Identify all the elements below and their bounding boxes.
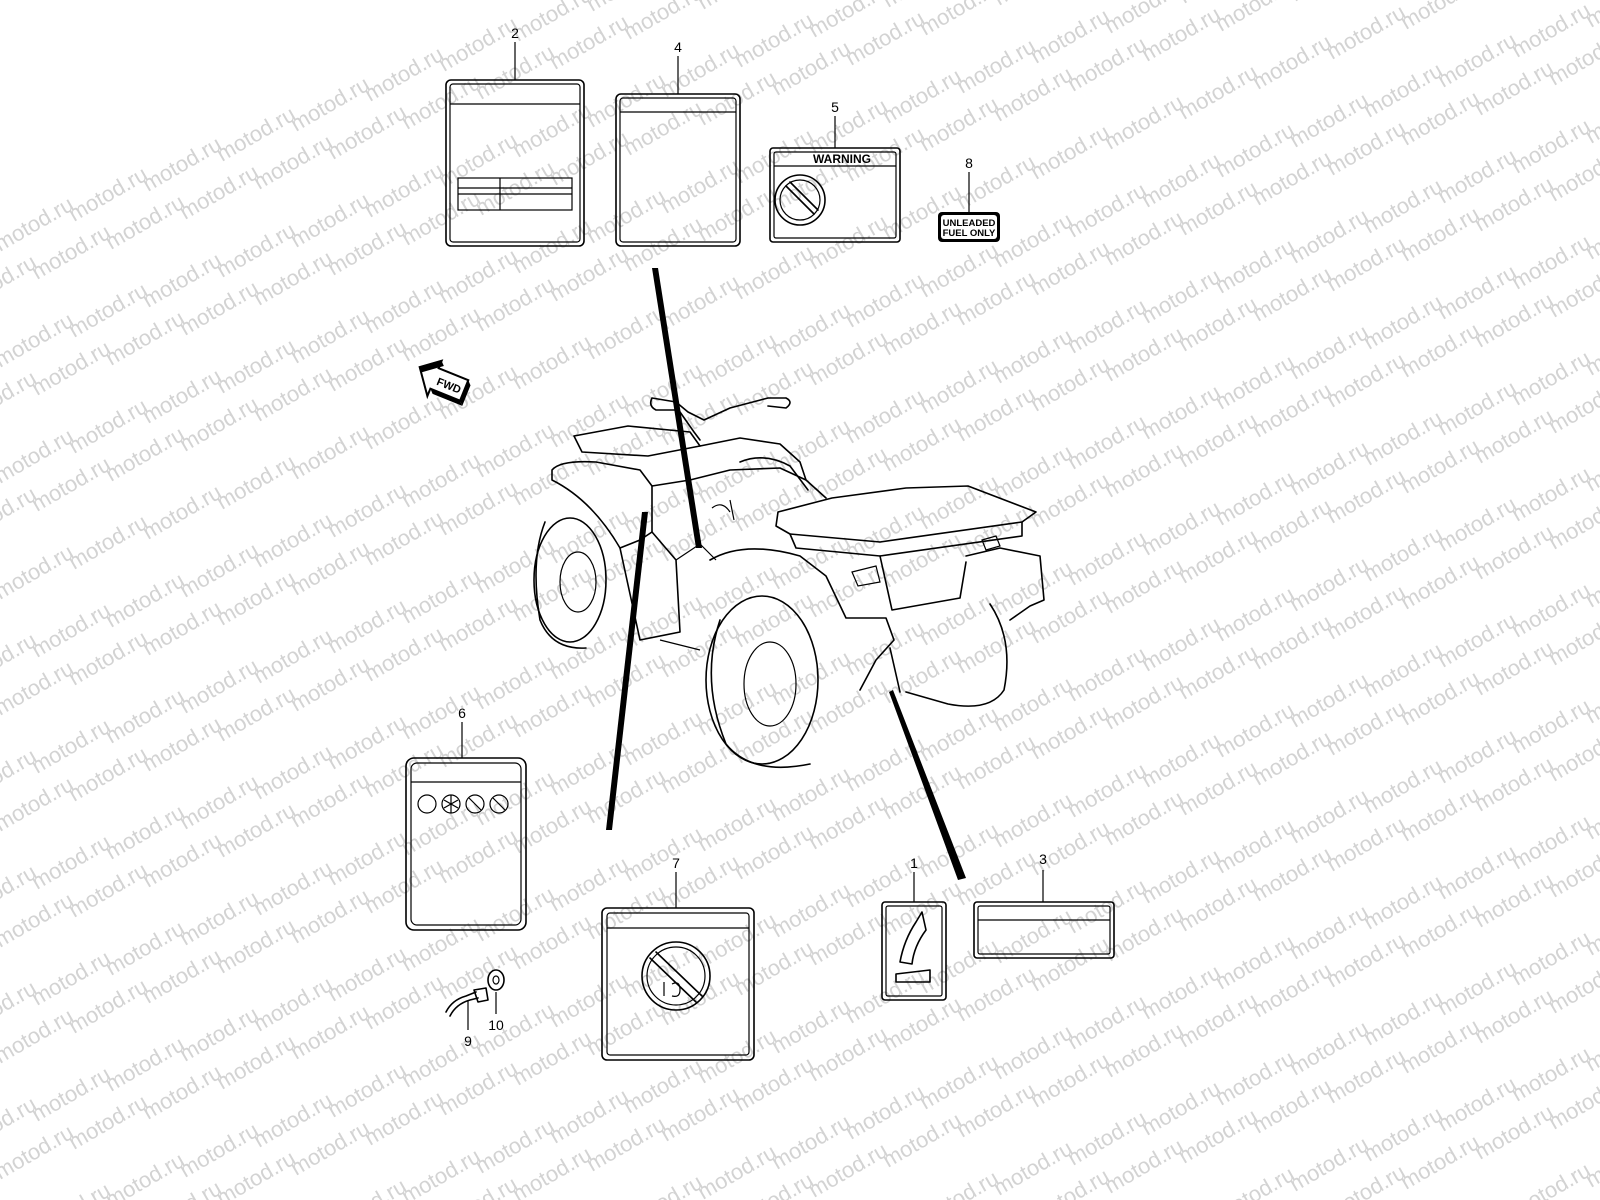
label-2 (445, 42, 585, 247)
watermark-text: motod.ru (693, 0, 781, 14)
symbol-circle-icon (417, 794, 437, 814)
part-9-clip (445, 987, 489, 1030)
prohibition-icon (774, 174, 826, 226)
warning-heading: WARNING (813, 152, 871, 166)
callout-7: 7 (672, 855, 680, 871)
callout-9: 9 (464, 1033, 472, 1049)
watermark-text: motod.ru (212, 449, 300, 514)
watermark-text: motod.ru (508, 329, 596, 394)
label-1 (881, 872, 947, 1001)
watermark-text: motod.ru (138, 479, 226, 544)
watermark-text: motod.ru (915, 1165, 1003, 1200)
pointer-lines (606, 268, 966, 880)
callout-numbers: 2 4 5 8 6 7 1 3 9 10 (458, 25, 1047, 1049)
callout-3: 3 (1039, 851, 1047, 867)
callout-6: 6 (458, 705, 466, 721)
watermark-text: motod.ru (1174, 59, 1262, 124)
watermark-text: motod.ru (0, 539, 78, 604)
watermark-text: motod.ru (1396, 0, 1484, 34)
watermark-text: motod.ru (1026, 119, 1114, 184)
label-5: WARNING (769, 116, 901, 243)
watermark-text: motod.ru (1322, 0, 1410, 64)
label-4 (615, 56, 741, 247)
callout-8: 8 (965, 155, 973, 171)
watermark-text: motod.ru (582, 299, 670, 364)
label-7 (601, 872, 755, 1061)
prohibition-icon (641, 941, 711, 1011)
symbol-slash-icon (465, 794, 485, 814)
watermark-text: motod.ru (286, 419, 374, 484)
callout-5: 5 (831, 99, 839, 115)
watermark-text: motod.ru (1211, 0, 1299, 36)
unleaded-line1: UNLEADED (943, 218, 996, 229)
label-8: UNLEADED FUEL ONLY (938, 172, 1000, 242)
symbol-slash-icon (489, 794, 509, 814)
callout-10: 10 (488, 1017, 504, 1033)
label-3 (973, 870, 1115, 959)
label-6 (405, 722, 527, 931)
callout-4: 4 (674, 39, 682, 55)
watermark-text: motod.ru (989, 0, 1077, 10)
watermark-text: motod.ru (397, 1143, 485, 1200)
part-10-washer (487, 969, 505, 1014)
watermark-text: motod.ru (101, 1147, 189, 1200)
unleaded-line2: FUEL ONLY (943, 228, 996, 239)
watermark-text: motod.ru (619, 0, 707, 44)
callout-1: 1 (910, 855, 918, 871)
watermark-text: motod.ru (64, 509, 152, 574)
watermark-text: motod.ru (1470, 0, 1558, 4)
fwd-arrow: FWD (418, 359, 471, 406)
callout-2: 2 (511, 25, 519, 41)
watermark-text: motod.ru (360, 389, 448, 454)
watermark-text: motod.ru (27, 1177, 115, 1200)
watermark-text: motod.ru (915, 0, 1003, 40)
watermark-text: motod.ru (1100, 89, 1188, 154)
watermark-text: motod.ru (656, 269, 744, 334)
watermark-text: motod.ru (1248, 29, 1336, 94)
watermark-text: motod.ru (1285, 0, 1373, 6)
watermark-text: motod.ru (1507, 1157, 1595, 1200)
watermark-text: motod.ru (730, 239, 818, 304)
watermark-text: motod.ru (1211, 1161, 1299, 1200)
